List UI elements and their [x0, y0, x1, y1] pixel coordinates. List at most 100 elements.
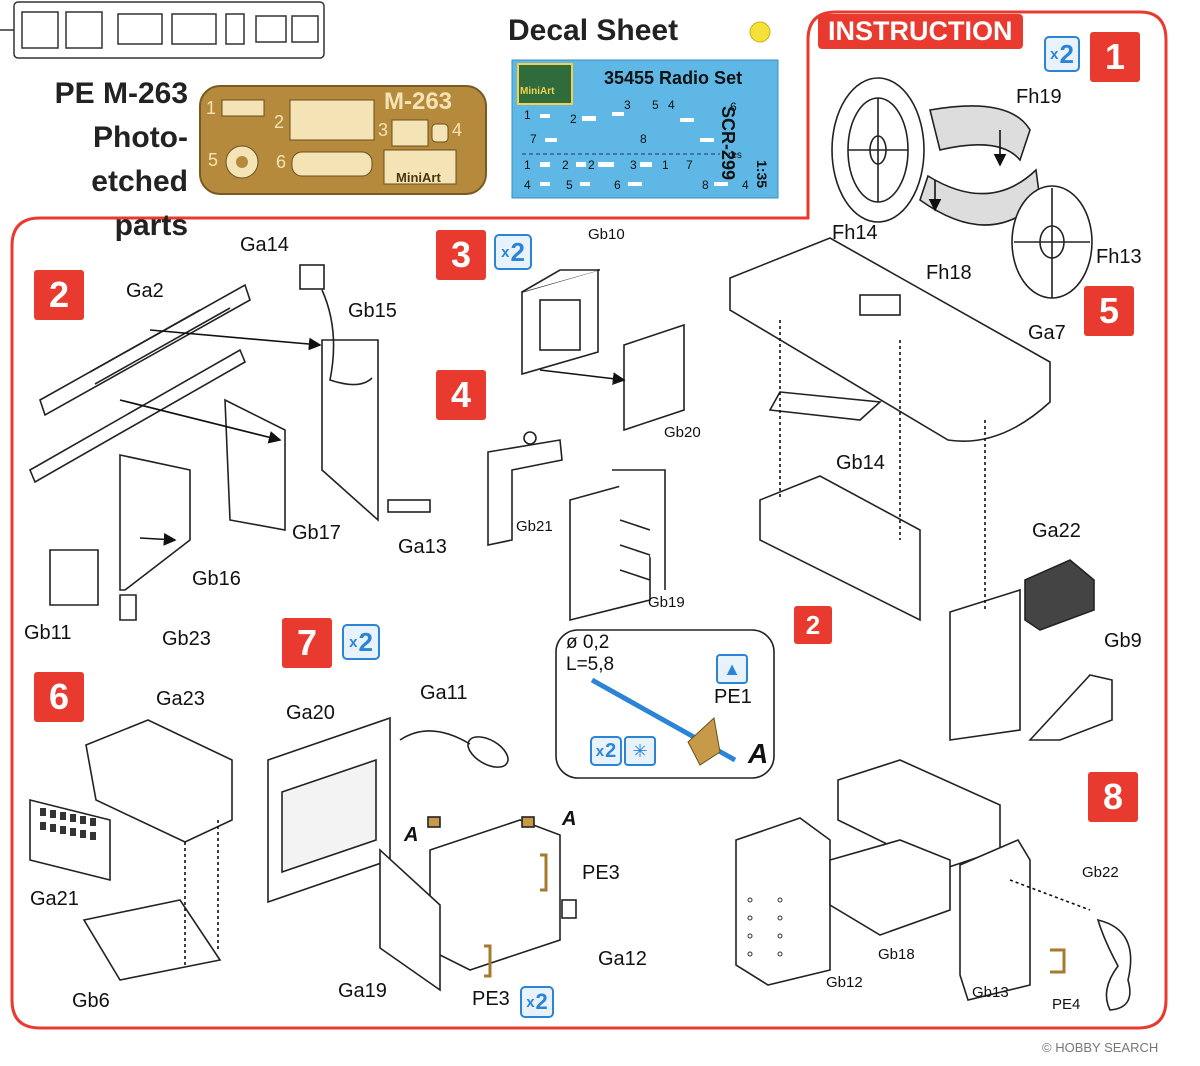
part-label: Gb13	[972, 984, 1009, 1001]
step-badge-6: 6	[34, 672, 84, 722]
part-label: Gb22	[1082, 864, 1119, 881]
decal-number: 4	[668, 98, 675, 112]
ref-step-badge: 2	[794, 606, 832, 644]
decal-scale: 1:35	[754, 160, 770, 189]
part-label: Ga20	[286, 702, 335, 724]
decal-color-dot	[749, 21, 771, 43]
part-label: Fh14	[832, 222, 878, 244]
step-badge-1: 1	[1090, 32, 1140, 82]
pe-fret-brand: MiniArt	[396, 170, 441, 185]
part-label: Ga12	[598, 948, 647, 970]
part-label: Gb12	[826, 974, 863, 991]
wire-marker: A	[748, 738, 769, 769]
decal-side-code: SCR-299	[718, 106, 738, 181]
decal-number: 4	[742, 178, 749, 192]
step3-4-box-art	[487, 268, 685, 622]
part-label: Ga2	[126, 280, 164, 302]
decal-sheet-art	[511, 59, 779, 199]
wire-diameter: ø 0,2	[566, 632, 610, 653]
step7-art	[267, 716, 577, 992]
part-label: Ga13	[398, 536, 447, 558]
sprue-fragment	[0, 1, 325, 59]
part-label: Gb14	[836, 452, 885, 474]
pe-part-number: 5	[208, 150, 219, 170]
pe-fret-code: M-263	[384, 88, 453, 115]
multiplier-value: 2	[1059, 38, 1074, 69]
pe-part-number: 1	[206, 98, 217, 118]
pe-fret	[199, 85, 487, 195]
decal-res-label: res	[728, 150, 742, 161]
step-badge-5: 5	[1084, 286, 1134, 336]
part-label: Gb18	[878, 946, 915, 963]
part-label: Ga19	[338, 980, 387, 1002]
pe-title-line2: parts	[114, 209, 188, 242]
decal-number: 4	[524, 178, 531, 192]
detail-marker: A	[404, 824, 419, 846]
pe-part-number: 4	[452, 120, 463, 140]
part-label: Ga21	[30, 888, 79, 910]
part-label: Fh13	[1096, 246, 1142, 268]
decal-number: 7	[530, 132, 537, 146]
decal-number: 3	[624, 98, 631, 112]
wire-length: L=5,8	[566, 654, 615, 675]
part-label: Ga7	[1028, 322, 1066, 344]
decal-sheet-title: Decal Sheet	[508, 14, 679, 47]
part-label: Fh19	[1016, 86, 1062, 108]
decal-number: 2	[562, 158, 569, 172]
part-label: PE3	[582, 862, 620, 884]
part-label: Gb17	[292, 522, 341, 544]
detail-marker: A	[562, 808, 577, 830]
decal-number: 8	[640, 132, 647, 146]
decal-number: 3	[630, 158, 637, 172]
part-label: PE3	[472, 988, 510, 1010]
decal-number: 6	[614, 178, 621, 192]
step5-table-art	[729, 237, 1113, 741]
part-label: Fh18	[926, 262, 972, 284]
multiplier-value: 2	[605, 739, 617, 762]
part-label: Ga14	[240, 234, 289, 256]
decal-number: 8	[702, 178, 709, 192]
step1-reel-art	[831, 77, 1093, 299]
decal-number: 1	[524, 158, 531, 172]
pe-part-number: 3	[378, 120, 389, 140]
part-label: Ga11	[420, 682, 468, 704]
step2-frame-art	[28, 264, 431, 621]
pe-title: PE M-263 Photo-etched parts	[10, 72, 188, 248]
instruction-frame-top	[806, 10, 1168, 210]
decal-number: 5	[566, 178, 573, 192]
multiplier-value: 2	[510, 236, 525, 267]
watermark: © HOBBY SEARCH	[1042, 1040, 1159, 1055]
pe-title-line1: Photo-etched	[91, 121, 188, 198]
part-label: Gb15	[348, 300, 397, 322]
part-label: Gb9	[1104, 630, 1142, 652]
decal-number: 2	[588, 158, 595, 172]
step-badge-4: 4	[436, 370, 486, 420]
part-label: Gb23	[162, 628, 211, 650]
part-label: Gb20	[664, 424, 701, 441]
decal-number: 1	[662, 158, 669, 172]
part-label: Gb16	[192, 568, 241, 590]
pe-part-number: 6	[276, 152, 287, 172]
asterisk-icon: ✳	[624, 736, 656, 766]
decal-number: 7	[686, 158, 693, 172]
part-label: Ga22	[1032, 520, 1081, 542]
part-label: Gb19	[648, 594, 685, 611]
decal-number: 6	[730, 100, 737, 114]
bend-icon: ▲	[716, 654, 748, 684]
pe-part-number: 2	[274, 112, 285, 132]
part-label: Gb10	[588, 226, 625, 243]
decal-set-name: 35455 Radio Set	[604, 68, 743, 88]
step8-art	[735, 759, 1132, 1011]
decal-number: 2	[570, 112, 577, 126]
step-badge-8: 8	[1088, 772, 1138, 822]
instruction-frame-main	[10, 210, 1168, 1030]
pe-code: PE M-263	[54, 77, 188, 110]
instruction-label: INSTRUCTION	[818, 14, 1023, 49]
step-badge-7: 7	[282, 618, 332, 668]
decal-brand: MiniArt	[520, 86, 555, 97]
